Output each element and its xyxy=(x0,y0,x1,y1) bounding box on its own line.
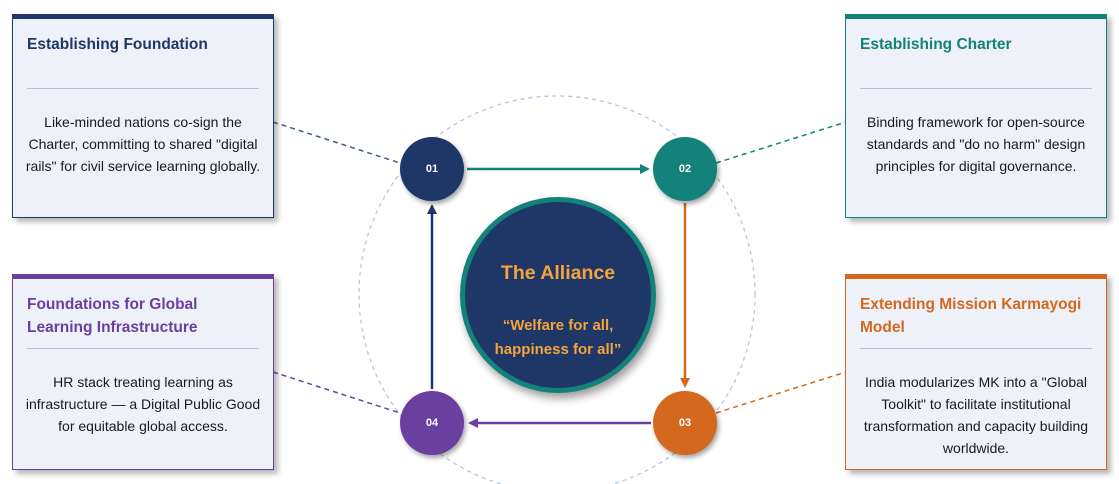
step-card-01: Establishing Foundation Like-minded nati… xyxy=(12,14,274,218)
dashed-connector-02 xyxy=(715,121,847,164)
step-description: Binding framework for open-source standa… xyxy=(866,114,1086,174)
orbit-ring xyxy=(358,95,756,484)
dashed-connector-01 xyxy=(272,121,401,164)
dashed-connector-03 xyxy=(715,371,847,414)
dashed-connector-04 xyxy=(272,371,401,414)
alliance-hub: The Alliance “Welfare for all, happiness… xyxy=(460,197,656,393)
hub-title: The Alliance xyxy=(500,262,616,284)
step-title: Foundations for Global Learning Infrastr… xyxy=(27,296,198,336)
step-node-02: 02 xyxy=(653,137,717,201)
step-description: India modularizes MK into a "Global Tool… xyxy=(863,374,1089,456)
card-divider xyxy=(27,348,259,349)
step-node-03: 03 xyxy=(653,391,717,455)
step-title: Extending Mission Karmayogi Model xyxy=(860,296,1082,336)
hub-quote: “Welfare for all, happiness for all” xyxy=(494,317,622,358)
step-title: Establishing Foundation xyxy=(27,36,208,53)
step-title: Establishing Charter xyxy=(860,36,1012,53)
card-divider xyxy=(860,88,1092,89)
card-divider xyxy=(27,88,259,89)
step-card-04: Foundations for Global Learning Infrastr… xyxy=(12,274,274,470)
card-divider xyxy=(860,348,1092,349)
step-card-02: Establishing Charter Binding framework f… xyxy=(845,14,1107,218)
step-node-01: 01 xyxy=(400,137,464,201)
step-description: Like-minded nations co-sign the Charter,… xyxy=(25,114,261,174)
step-node-04: 04 xyxy=(400,391,464,455)
step-description: HR stack treating learning as infrastruc… xyxy=(25,374,261,434)
step-card-03: Extending Mission Karmayogi Model India … xyxy=(845,274,1107,470)
